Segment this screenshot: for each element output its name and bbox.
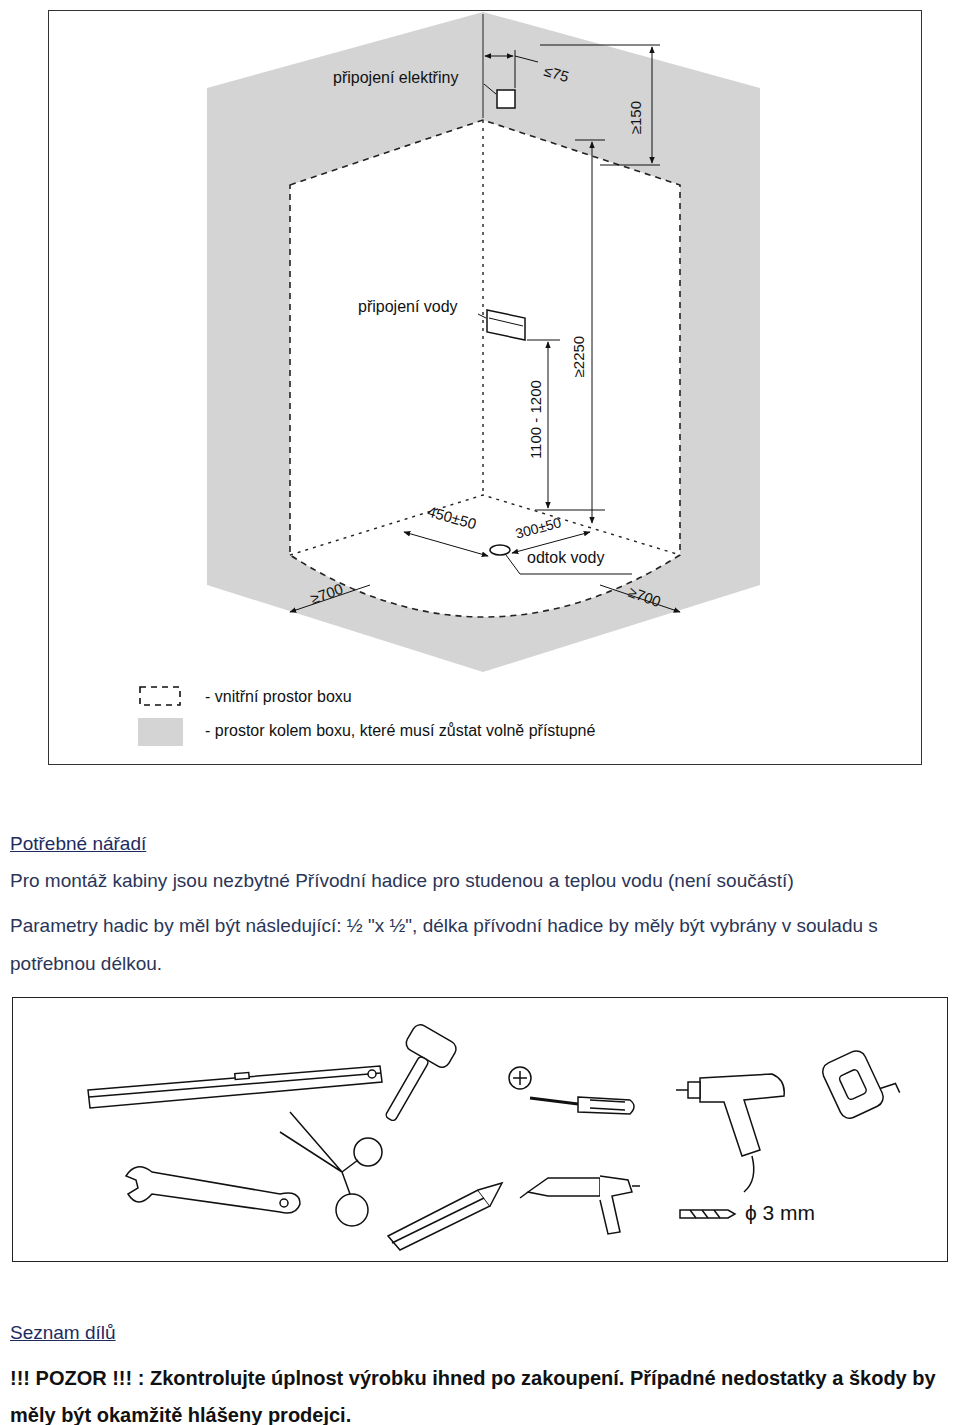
legend-text: - vnitřní prostor boxu: [205, 688, 352, 706]
free-space-area: [207, 12, 760, 672]
extension-line: [540, 45, 660, 46]
dimension-label: 1100 - 1200: [526, 381, 543, 460]
corner-line: [482, 120, 483, 495]
extension-line: [527, 340, 560, 341]
electric-socket: [497, 90, 515, 108]
callout-label: odtok vody: [527, 549, 604, 567]
drill-size-label: ϕ 3 mm: [745, 1201, 815, 1225]
extension-line: [600, 165, 660, 166]
dimension-line: [652, 47, 653, 163]
leader-line: [515, 56, 538, 62]
dimension-line: [548, 342, 549, 508]
legend-text: - prostor kolem boxu, které musí zůstat …: [205, 722, 595, 740]
dimension-label: ≥150: [627, 101, 644, 134]
floor-back-edges: [290, 495, 680, 555]
callout-label: připojení vody: [358, 298, 458, 316]
legend-dashed-sample: [140, 687, 180, 705]
legend-swatch: [138, 718, 183, 746]
extension-line: [535, 510, 605, 511]
drain: [490, 545, 510, 555]
section-heading: Potřebné nářadí: [10, 833, 146, 855]
warning-text: !!! POZOR !!! : Zkontrolujte úplnost výr…: [10, 1360, 955, 1425]
leader-line: [478, 314, 486, 318]
dimension-line: [404, 532, 488, 556]
body-text: Pro montáž kabiny jsou nezbytné Přívodní…: [10, 870, 955, 892]
callout-label: připojení elektřiny: [333, 69, 458, 87]
leader-line: [484, 84, 496, 94]
water-connection: [487, 310, 525, 340]
section-heading: Seznam dílů: [10, 1322, 116, 1344]
dimension-line: [485, 56, 513, 57]
tools-illustration: [88, 1022, 901, 1250]
tools-frame: [13, 998, 948, 1262]
extension-line: [483, 14, 484, 118]
box-inner-space: [290, 120, 680, 617]
extension-line: [575, 140, 605, 141]
water-connection-detail: [489, 318, 523, 326]
diagram-frame: [49, 11, 922, 765]
dimension-line: [592, 142, 593, 523]
body-text: Parametry hadic by měl být následující: …: [10, 907, 955, 983]
dimension-label: ≥2250: [570, 336, 587, 378]
